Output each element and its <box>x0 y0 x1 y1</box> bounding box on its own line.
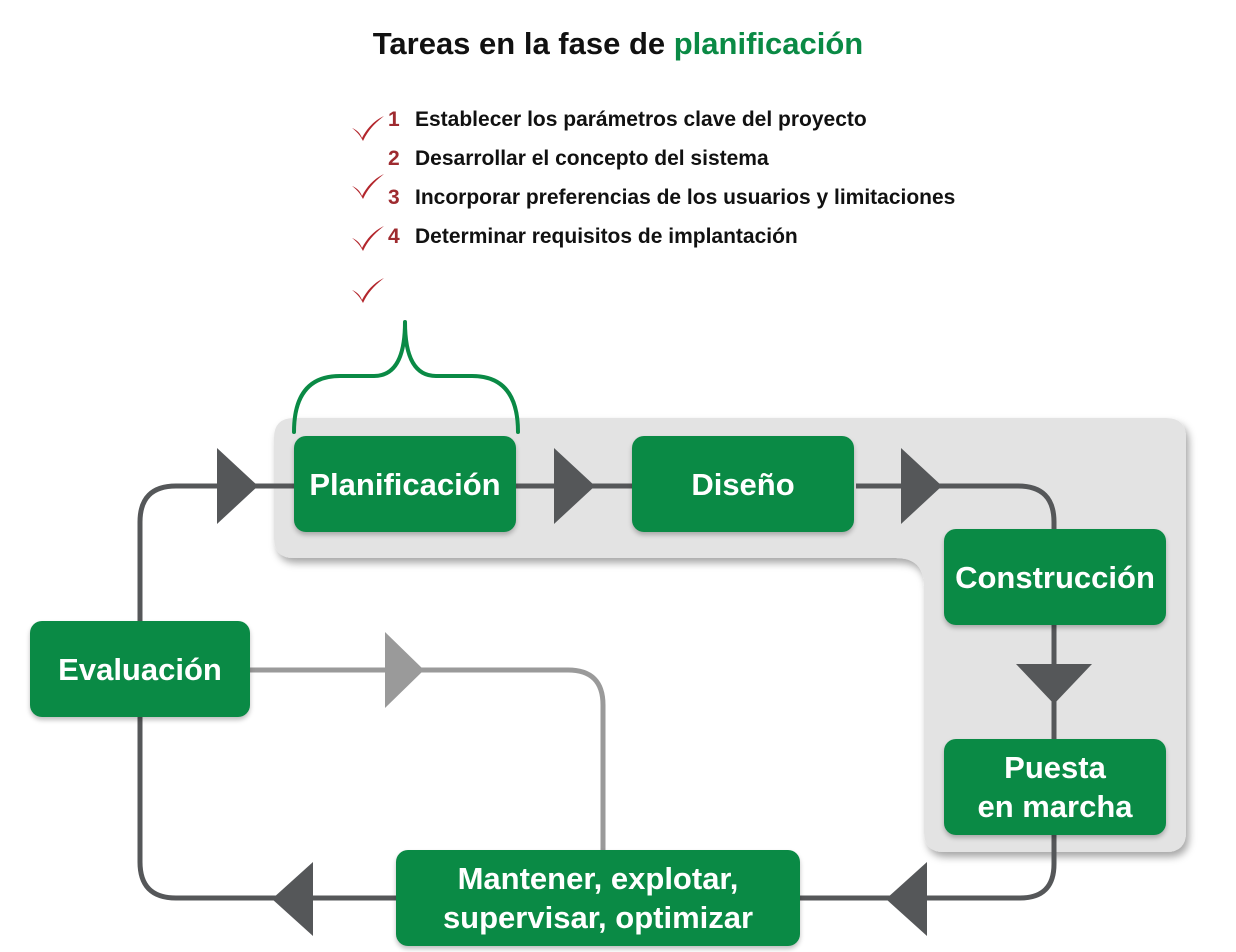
node-evaluacion: Evaluación <box>30 621 250 717</box>
curly-brace-icon <box>292 320 520 434</box>
task-item-2: 2 Desarrollar el concepto del sistema <box>388 147 769 177</box>
node-mantener: Mantener, explotar, supervisar, optimiza… <box>396 850 800 946</box>
task-number: 1 <box>388 108 400 131</box>
task-item-3: 3 Incorporar preferencias de los usuarios… <box>388 186 955 216</box>
task-number: 2 <box>388 147 400 170</box>
task-item-1: 1 Establecer los parámetros clave del pro… <box>388 108 867 138</box>
task-text: Desarrollar el concepto del sistema <box>415 147 769 170</box>
node-planificacion: Planificación <box>294 436 516 532</box>
check-icon <box>352 174 384 199</box>
task-text: Establecer los parámetros clave del proy… <box>415 108 867 131</box>
task-item-4: 4 Determinar requisitos de implantación <box>388 225 798 255</box>
node-puesta-en-marcha: Puesta en marcha <box>944 739 1166 835</box>
page-title: Tareas en la fase de planificación <box>0 26 1236 62</box>
main-flow-line <box>137 483 1057 901</box>
triangle-arrow-icon <box>901 448 942 524</box>
triangle-arrow-icon <box>217 448 258 524</box>
task-text: Incorporar preferencias de los usuarios … <box>415 186 956 209</box>
triangle-arrow-icon <box>554 448 595 524</box>
node-diseno: Diseño <box>632 436 854 532</box>
check-icon <box>352 226 384 251</box>
triangle-arrow-icon <box>886 862 927 936</box>
task-number: 3 <box>388 186 400 209</box>
check-icon <box>352 116 384 141</box>
title-prefix: Tareas en la fase de <box>372 26 674 61</box>
feedback-flow-line <box>250 667 606 852</box>
triangle-arrow-icon <box>1016 664 1092 704</box>
triangle-arrow-icon <box>272 862 313 936</box>
task-text: Determinar requisitos de implantación <box>415 225 798 248</box>
task-number: 4 <box>388 225 400 248</box>
title-highlight: planificación <box>673 26 864 61</box>
check-icon <box>352 278 384 303</box>
node-construccion: Construcción <box>944 529 1166 625</box>
triangle-arrow-icon <box>385 632 424 708</box>
